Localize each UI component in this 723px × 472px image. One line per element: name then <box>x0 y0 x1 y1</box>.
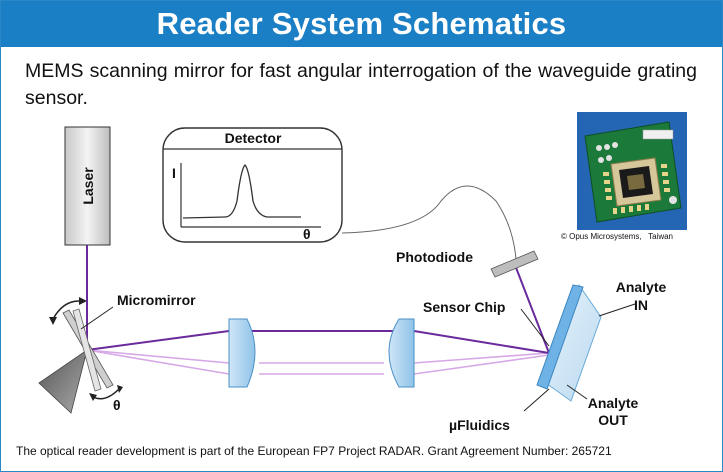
mirror-angle-label: θ <box>113 397 121 413</box>
lens-right <box>388 318 415 388</box>
scanned-beams <box>86 349 550 375</box>
rotation-arrow-top <box>52 300 80 320</box>
detector-box <box>162 127 343 243</box>
analyte-in-label-1: Analyte <box>616 279 667 295</box>
detector-cable <box>341 185 517 260</box>
slide-title: Reader System Schematics <box>156 6 567 41</box>
photodiode <box>490 250 539 278</box>
micromirror <box>62 308 114 392</box>
micromirror-label: Micromirror <box>117 292 196 308</box>
ufluidics-leader <box>523 388 550 412</box>
analyte-in-label-2: IN <box>634 297 648 313</box>
detector-label: Detector <box>225 130 282 146</box>
mirror-mount <box>38 349 88 414</box>
subtitle-text: MEMS scanning mirror for fast angular in… <box>25 60 697 109</box>
analyte-out-label-1: Analyte <box>588 395 639 411</box>
laser-label: Laser <box>80 167 96 205</box>
ufluidics-label: µFluidics <box>449 417 510 433</box>
footer-note: The optical reader development is part o… <box>16 444 612 458</box>
photodiode-label: Photodiode <box>396 249 473 265</box>
primary-beam <box>86 264 550 354</box>
sensor-chip-leader <box>520 308 550 347</box>
lens-left <box>228 318 256 388</box>
analyte-in-arrow <box>598 303 636 317</box>
sensor-chip-label: Sensor Chip <box>423 299 505 315</box>
analyte-out-label-2: OUT <box>598 412 628 428</box>
analyte-out-arrow <box>566 384 588 400</box>
title-bar: Reader System Schematics <box>1 1 722 47</box>
sensor-chip <box>536 284 584 390</box>
mems-chip-photo <box>577 112 687 230</box>
micromirror-leader <box>80 306 114 330</box>
detector-x-label: θ <box>303 226 311 242</box>
resonance-curve <box>182 164 301 219</box>
photo-credit: © Opus Microsystems, Taiwan <box>561 232 673 241</box>
detector-y-label: I <box>172 165 176 181</box>
